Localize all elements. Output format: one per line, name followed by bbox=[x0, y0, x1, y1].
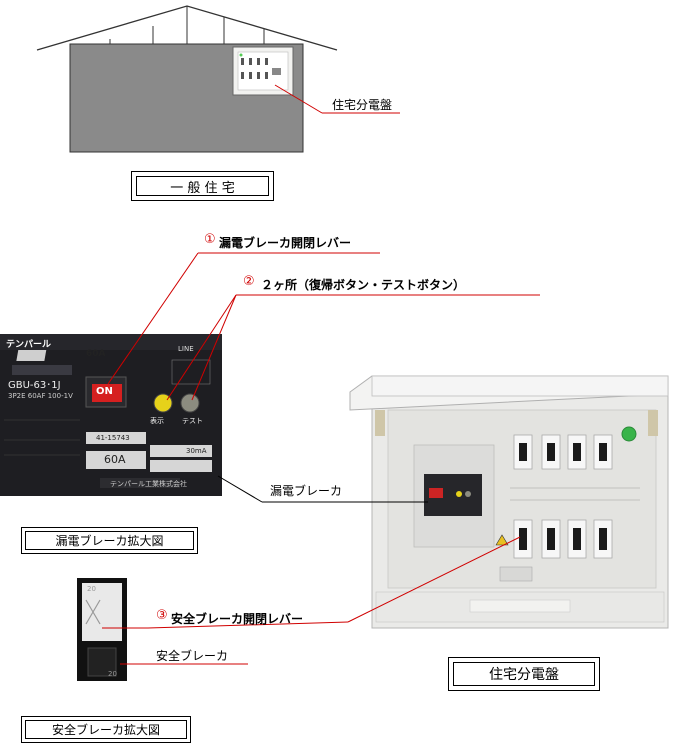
board-status-icon bbox=[621, 426, 637, 442]
safety-lever bbox=[82, 583, 122, 641]
callout-1-number: ① bbox=[204, 232, 216, 247]
photo-serial: 41-15743 bbox=[96, 434, 130, 442]
photo-brand: テンパール bbox=[6, 340, 52, 350]
callout-1-text: 漏電ブレーカ開閉レバー bbox=[219, 236, 352, 250]
house-panel-thumbnail bbox=[232, 46, 294, 96]
house-title: 一 般 住 宅 bbox=[136, 176, 269, 196]
amp-badge-bg bbox=[16, 350, 47, 361]
distribution-board bbox=[349, 375, 669, 629]
photo-sensitivity: 30mA bbox=[186, 447, 207, 455]
callout-2-number: ② bbox=[243, 274, 255, 289]
elcb-zoom-caption-box: 漏電ブレーカ拡大図 bbox=[21, 527, 198, 554]
red-leader-lines bbox=[102, 252, 540, 665]
photo-test-label: テスト bbox=[182, 417, 203, 425]
photo-on-label: ON bbox=[96, 386, 113, 397]
photo-display-label: 表示 bbox=[150, 417, 164, 425]
panel-caption-box: 住宅分電盤 bbox=[448, 657, 600, 691]
house-title-box: 一 般 住 宅 bbox=[131, 171, 274, 201]
callout-2-text: ２ヶ所（復帰ボタン・テストボタン） bbox=[261, 278, 466, 292]
on-switch-lever bbox=[92, 384, 122, 402]
safety-breaker-label: 安全ブレーカ bbox=[156, 649, 229, 663]
warning-icon bbox=[495, 534, 509, 546]
photo-maker: テンパール工業株式会社 bbox=[110, 480, 187, 488]
photo-model: GBU-63･1J bbox=[8, 380, 61, 391]
house-illustration bbox=[36, 5, 400, 153]
test-button bbox=[180, 393, 200, 413]
elcb-photo bbox=[0, 334, 222, 496]
black-leader-lines bbox=[217, 475, 428, 503]
elcb-label: 漏電ブレーカ bbox=[270, 484, 343, 498]
photo-spec: 3P2E 60AF 100-1V bbox=[8, 392, 73, 400]
safety-zoom-caption: 安全ブレーカ拡大図 bbox=[25, 720, 187, 739]
panel-caption: 住宅分電盤 bbox=[453, 662, 595, 686]
leader-line bbox=[274, 84, 323, 114]
house-panel-label: 住宅分電盤 bbox=[332, 98, 393, 112]
photo-amp-badge: 60A bbox=[86, 349, 106, 359]
safety-breaker-photo bbox=[77, 578, 127, 681]
callout-3-number: ③ bbox=[156, 608, 168, 623]
photo-line-label: LINE bbox=[178, 345, 194, 353]
safety-top-number: 20 bbox=[87, 585, 96, 593]
elcb-zoom-caption: 漏電ブレーカ拡大図 bbox=[25, 531, 194, 550]
safety-zoom-caption-box: 安全ブレーカ拡大図 bbox=[21, 716, 191, 743]
photo-rated-current: 60A bbox=[104, 453, 126, 466]
callout-3-text: 安全ブレーカ開閉レバー bbox=[171, 612, 304, 626]
safety-bottom-number: 20 bbox=[108, 670, 117, 678]
